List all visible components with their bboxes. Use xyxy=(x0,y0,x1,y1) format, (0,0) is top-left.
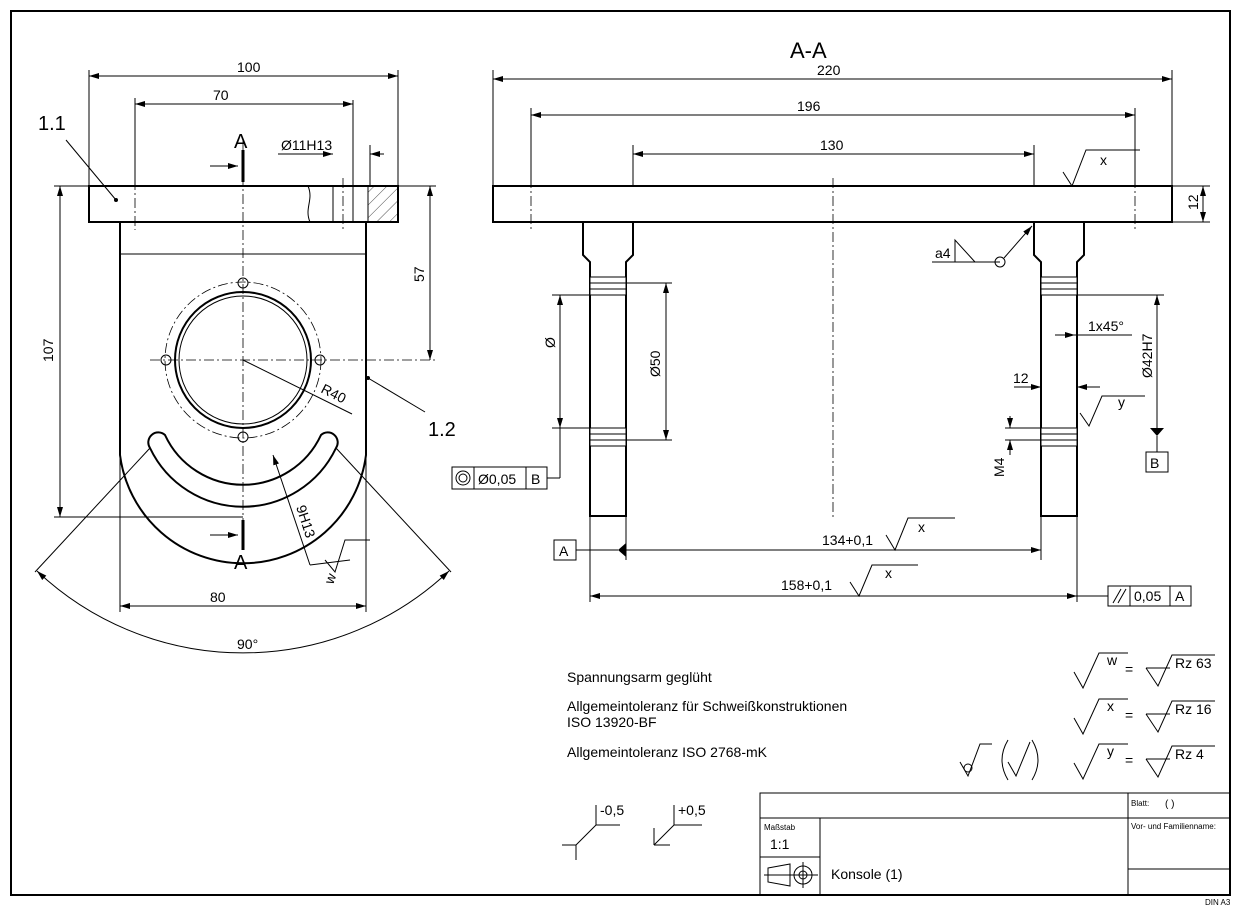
surface-mark-x-158: x xyxy=(885,565,892,581)
dim-130: 130 xyxy=(820,137,844,153)
dim-134: 134+0,1 xyxy=(822,532,873,548)
dim-r40: R40 xyxy=(319,380,349,406)
note-stress-relieved: Spannungsarm geglüht xyxy=(567,669,712,685)
part-name: Konsole (1) xyxy=(831,866,903,882)
drawing-border xyxy=(10,10,1231,896)
datum-b: B xyxy=(1150,455,1159,471)
dim-158: 158+0,1 xyxy=(781,577,832,593)
weld-a4: a4 xyxy=(935,245,951,261)
dim-12-right: 12 xyxy=(1013,370,1029,386)
body-outline xyxy=(119,222,367,565)
legend-symbol-x: x xyxy=(1107,698,1114,714)
dim-bore: Ø42H7 xyxy=(1139,333,1155,378)
legend-value-rz63: Rz 63 xyxy=(1175,655,1212,671)
section-title: A-A xyxy=(790,38,827,63)
dim-196: 196 xyxy=(797,98,821,114)
title-block: Blatt: ( ) Vor- und Familienname: Maßsta… xyxy=(759,792,1231,907)
section-mark-bottom: A xyxy=(234,552,248,574)
surface-finish-legend: w = Rz 63 x = Rz 16 y = Rz 4 xyxy=(959,652,1215,781)
name-label: Vor- und Familienname: xyxy=(1131,822,1216,831)
weld-plus: +0,5 xyxy=(678,802,706,818)
note-weld-tolerance: Allgemeintoleranz für Schweißkonstruktio… xyxy=(567,698,847,714)
legend-value-rz16: Rz 16 xyxy=(1175,701,1212,717)
legend-symbol-y: y xyxy=(1107,743,1114,759)
front-view xyxy=(34,70,452,654)
section-plate xyxy=(492,185,1173,223)
section-view xyxy=(451,70,1210,607)
scale-label: Maßstab xyxy=(764,823,796,832)
parallelism-datum: A xyxy=(1175,588,1185,604)
dim-m4: M4 xyxy=(991,457,1007,477)
concentricity-value: Ø0,05 xyxy=(478,471,516,487)
general-notes: Spannungsarm geglüht Allgemeintoleranz f… xyxy=(567,669,847,760)
dim-12-plate: 12 xyxy=(1185,194,1201,210)
datum-a: A xyxy=(559,543,569,559)
part-label-1-1: 1.1 xyxy=(38,113,66,135)
dim-hole: Ø11H13 xyxy=(281,137,332,153)
plate-section-hatch xyxy=(367,185,399,223)
svg-text:=: = xyxy=(1125,707,1133,723)
sheet-value: ( ) xyxy=(1165,799,1174,810)
surface-mark-x-top: x xyxy=(1100,152,1107,168)
concentricity-datum: B xyxy=(531,471,540,487)
svg-text:=: = xyxy=(1125,752,1133,768)
dim-70: 70 xyxy=(213,87,229,103)
scale-value: 1:1 xyxy=(770,836,790,852)
projection-symbol xyxy=(764,862,818,888)
dim-dia-50: Ø50 xyxy=(647,350,663,377)
section-mark-top: A xyxy=(234,131,248,153)
svg-text:=: = xyxy=(1125,661,1133,677)
sheet-label: Blatt: xyxy=(1131,799,1149,808)
surface-mark-y: y xyxy=(1118,394,1125,410)
dim-107: 107 xyxy=(40,338,56,362)
legend-symbol-w: w xyxy=(1106,652,1118,668)
note-iso-13920: ISO 13920-BF xyxy=(567,714,657,730)
dim-dia: Ø xyxy=(542,337,558,348)
dim-90deg: 90° xyxy=(237,636,258,652)
note-iso-2768: Allgemeintoleranz ISO 2768-mK xyxy=(567,744,768,760)
dim-chamfer: 1x45° xyxy=(1088,318,1124,334)
parallelism-value: 0,05 xyxy=(1134,588,1161,604)
surface-mark-w: w xyxy=(320,570,339,587)
break-line xyxy=(307,185,311,223)
concentricity-frame xyxy=(451,466,548,490)
dim-220: 220 xyxy=(817,62,841,78)
section-view-labels: A-A 220 196 130 12 x a4 Ø Ø50 1x45° 12 Ø… xyxy=(478,38,1201,604)
weld-edge-symbols: -0,5 +0,5 xyxy=(562,802,706,860)
dim-slot: 9H13 xyxy=(293,503,319,540)
parallelism-frame xyxy=(1107,585,1192,607)
part-label-1-2: 1.2 xyxy=(428,419,456,441)
dim-80: 80 xyxy=(210,589,226,605)
dim-100: 100 xyxy=(237,59,261,75)
format-label: DIN A3 xyxy=(1205,898,1231,907)
legend-value-rz4: Rz 4 xyxy=(1175,746,1204,762)
weld-minus: -0,5 xyxy=(600,802,624,818)
front-view-labels: 1.1 1.2 A A 100 70 Ø11H13 57 107 R40 9H1… xyxy=(38,59,456,652)
arc-slot xyxy=(147,431,339,508)
dim-57: 57 xyxy=(411,266,427,282)
surface-mark-x-134: x xyxy=(918,519,925,535)
